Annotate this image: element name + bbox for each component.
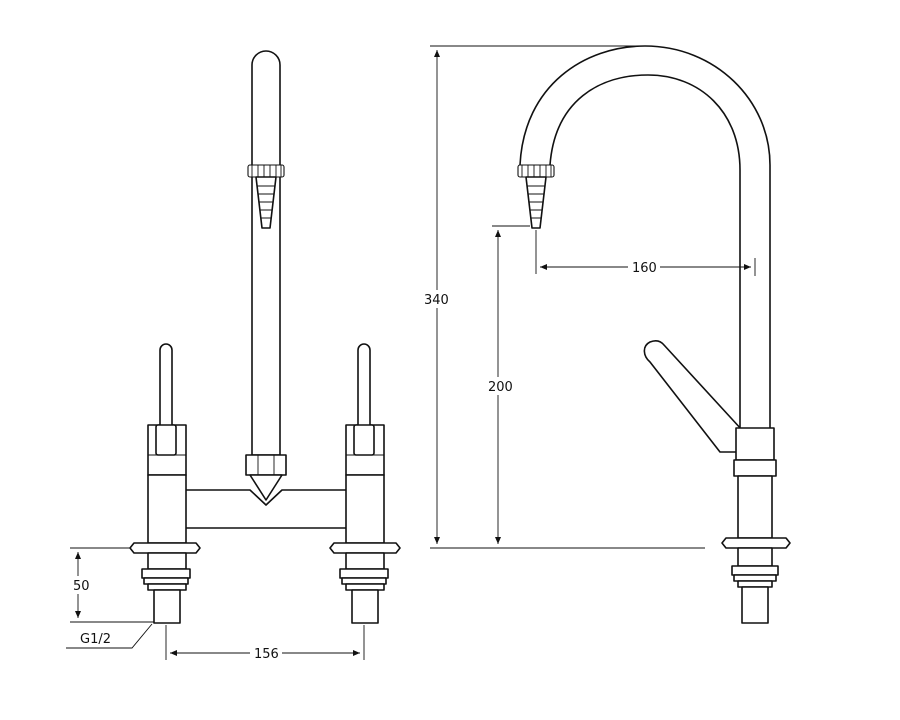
front-view: 50 G1/2 156: [66, 50, 401, 662]
tail-length-dimension: 50: [70, 547, 154, 623]
left-flange-tail: [129, 542, 201, 624]
riser-tube: [251, 50, 281, 456]
inlet-spacing-label: 156: [254, 647, 279, 662]
gooseneck-spout: [519, 45, 771, 429]
right-lever-handle: [353, 343, 375, 456]
side-flange-tail: [721, 537, 791, 624]
spout-reach-dimension: 160: [535, 230, 756, 276]
thread-callout: G1/2: [66, 623, 153, 649]
tail-length-label: 50: [73, 579, 90, 594]
outlet-height-label: 200: [488, 380, 513, 395]
side-valve-body: [733, 427, 777, 539]
right-flange-tail: [329, 542, 401, 624]
front-nozzle: [247, 164, 285, 229]
inlet-spacing-dimension: 156: [165, 625, 365, 662]
outlet-height-dimension: 200: [486, 225, 530, 544]
spout-reach-label: 160: [632, 261, 657, 276]
side-nozzle: [517, 164, 555, 229]
overall-height-label: 340: [424, 293, 449, 308]
riser-hex-nut: [245, 454, 287, 501]
side-view: 340 200 160: [422, 45, 791, 624]
overall-height-dimension: 340: [422, 45, 705, 549]
thread-label: G1/2: [80, 632, 111, 647]
side-lever-handle: [643, 339, 743, 453]
left-lever-handle: [155, 343, 177, 456]
